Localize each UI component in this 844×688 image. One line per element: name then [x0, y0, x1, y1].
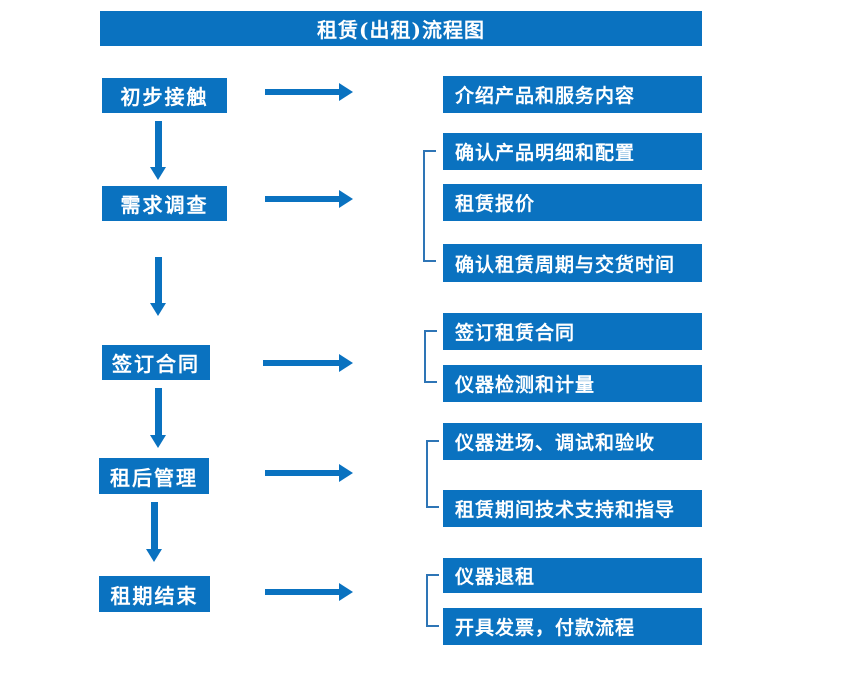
group-bracket-icon: [426, 440, 439, 508]
detail-box-rental-quotation: 租赁报价: [443, 184, 702, 221]
detail-box-confirm-product-config: 确认产品明细和配置: [443, 133, 702, 170]
detail-box-instrument-return: 仪器退租: [443, 558, 702, 593]
arrow-right-icon: [265, 190, 353, 208]
flowchart-title: 租赁(出租)流程图: [100, 11, 702, 46]
detail-box-invoice-payment: 开具发票，付款流程: [443, 608, 702, 645]
arrow-down-icon: [150, 121, 166, 180]
detail-box-instrument-setup-acceptance: 仪器进场、调试和验收: [443, 423, 702, 460]
arrow-right-icon: [265, 464, 353, 482]
detail-box-confirm-period-delivery: 确认租赁周期与交货时间: [443, 244, 702, 282]
arrow-right-icon: [263, 354, 353, 372]
stage-box-demand-survey: 需求调查: [102, 186, 227, 221]
group-bracket-icon: [424, 330, 437, 383]
arrow-right-icon: [265, 583, 353, 601]
stage-box-initial-contact: 初步接触: [102, 78, 227, 113]
arrow-down-icon: [150, 257, 166, 316]
detail-box-instrument-testing: 仪器检测和计量: [443, 365, 702, 402]
arrow-down-icon: [150, 388, 166, 448]
arrow-right-icon: [265, 83, 353, 101]
arrow-down-icon: [146, 502, 162, 562]
stage-box-post-rental-management: 租后管理: [99, 458, 209, 494]
group-bracket-icon: [426, 574, 439, 627]
group-bracket-icon: [423, 150, 436, 262]
detail-box-introduce-products: 介绍产品和服务内容: [443, 76, 702, 113]
stage-box-lease-end: 租期结束: [99, 576, 210, 612]
detail-box-technical-support: 租赁期间技术支持和指导: [443, 490, 702, 527]
stage-box-sign-contract: 签订合同: [102, 345, 210, 380]
detail-box-sign-rental-contract: 签订租赁合同: [443, 313, 702, 350]
